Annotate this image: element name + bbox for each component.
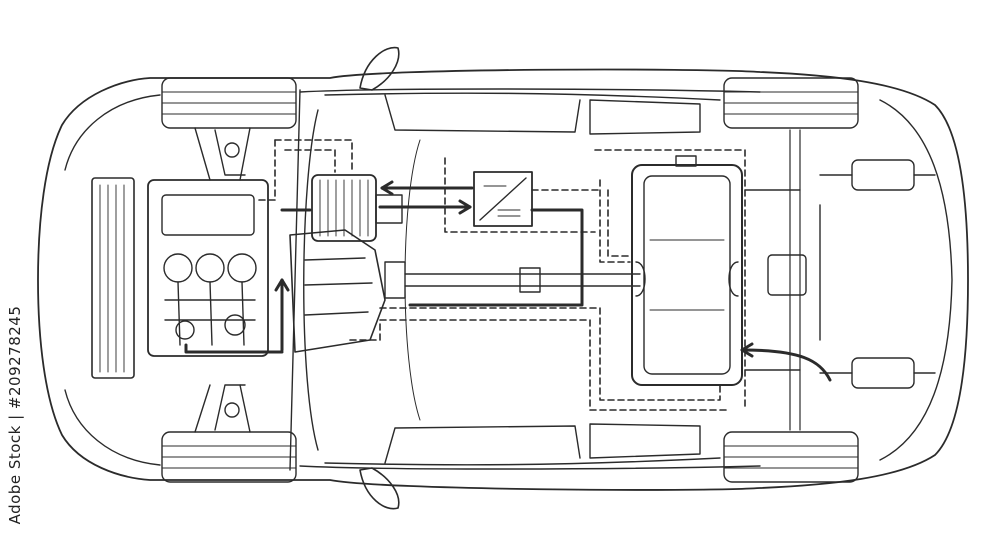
wheel-front-left [161,77,297,129]
arrow-head [740,342,754,358]
wheel-rear-right [723,431,859,483]
wheel-front-right [161,431,297,483]
mirror-right [359,467,400,510]
watermark-text: Adobe Stock | #209278245 [6,305,24,525]
arrow-head [380,180,394,196]
exhaust-system [819,159,936,389]
car-body [37,68,969,491]
cabin-glass [324,92,721,466]
energy-flow-dashed [257,139,746,411]
front-subframe [194,127,251,433]
inverter-power-electronics [473,171,533,227]
mirror-left [359,46,400,91]
radiator [91,177,135,379]
electric-motor [311,174,403,242]
combustion-engine [147,179,269,357]
drive-shaft [404,267,641,293]
transmission [289,229,406,353]
energy-flow-solid [184,180,832,382]
wheel-rear-left [723,77,859,129]
rear-axle [744,129,807,431]
stock-watermark: Adobe Stock | #209278245 [2,300,28,530]
arrow-head [274,278,290,292]
arrow-head [458,199,472,215]
battery-pack [631,155,743,386]
